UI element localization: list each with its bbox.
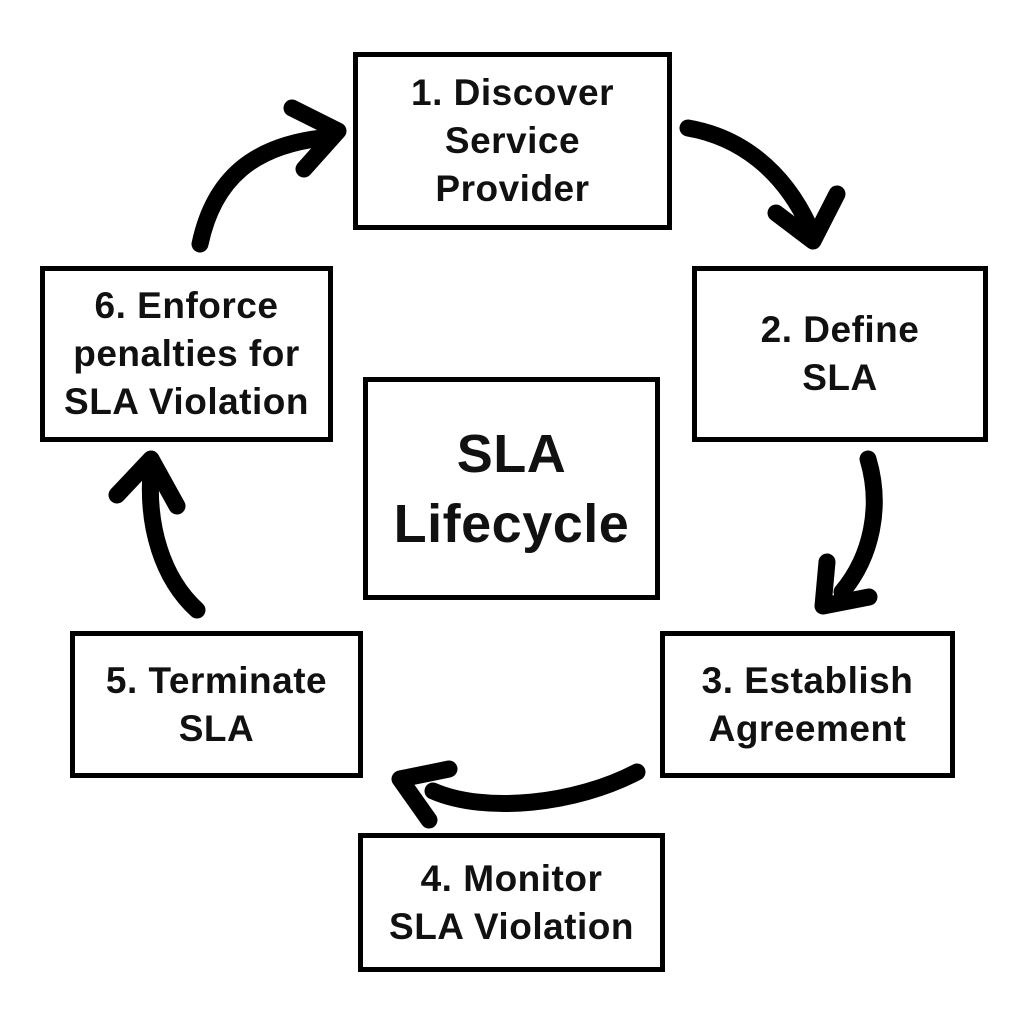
arrow-3-to-5: [391, 760, 646, 829]
step-box-monitor-sla-violation: 4. Monitor SLA Violation: [358, 833, 665, 972]
step-label-5: 5. Terminate SLA: [105, 659, 328, 749]
diagram-title: SLA Lifecycle: [393, 423, 630, 554]
step-label-6: 6. Enforce penalties for SLA Violation: [64, 285, 309, 422]
step-box-terminate-sla: 5. Terminate SLA: [70, 631, 363, 778]
arrow-1-to-2: [679, 119, 846, 250]
step-box-discover-service-provider: 1. Discover Service Provider: [353, 52, 672, 230]
arrow-5-to-6: [108, 450, 206, 619]
step-box-define-sla: 2. Define SLA: [692, 266, 988, 442]
step-label-3: 3. Establish Agreement: [701, 659, 914, 749]
step-label-1: 1. Discover Service Provider: [411, 72, 614, 209]
arrow-2-to-3: [814, 450, 883, 615]
step-label-4: 4. Monitor SLA Violation: [389, 857, 634, 947]
arrow-6-to-1: [191, 99, 347, 253]
step-box-enforce-penalties: 6. Enforce penalties for SLA Violation: [40, 266, 333, 442]
step-label-2: 2. Define SLA: [760, 309, 920, 398]
center-box: SLA Lifecycle: [363, 377, 660, 600]
step-box-establish-agreement: 3. Establish Agreement: [660, 631, 955, 778]
